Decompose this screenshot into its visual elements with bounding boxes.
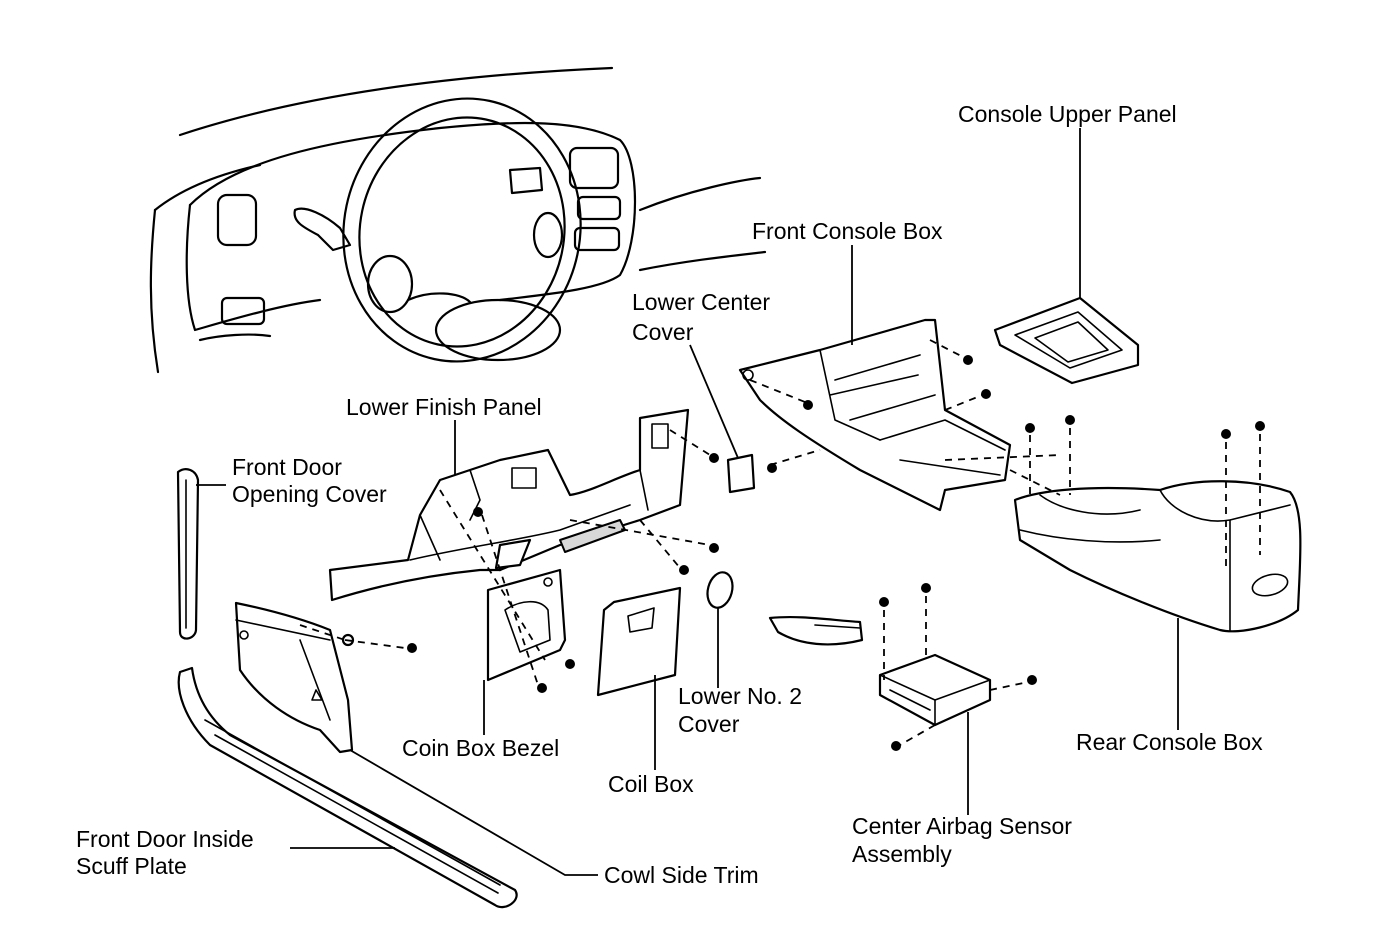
svg-text:Console Upper Panel: Console Upper Panel xyxy=(958,101,1177,127)
front-door-opening-cover-part xyxy=(176,468,200,640)
svg-text:Opening Cover: Opening Cover xyxy=(232,481,387,507)
front-door-inside-scuff-plate-part xyxy=(177,666,518,909)
label-lower-finish-panel: Lower Finish Panel xyxy=(346,394,542,420)
svg-text:Cowl Side Trim: Cowl Side Trim xyxy=(604,862,759,888)
assembly-dashed-lines xyxy=(299,339,1261,746)
rear-console-box-part xyxy=(1013,480,1302,633)
svg-text:Center Airbag Sensor: Center Airbag Sensor xyxy=(852,813,1072,839)
console-upper-panel-part xyxy=(993,296,1140,385)
bolt-icon xyxy=(1221,429,1231,439)
bolt-icon xyxy=(891,741,901,751)
svg-text:Cover: Cover xyxy=(632,319,694,345)
label-coin-box-bezel: Coin Box Bezel xyxy=(402,735,559,761)
svg-text:Assembly: Assembly xyxy=(852,841,952,867)
label-coil-box: Coil Box xyxy=(608,771,694,797)
label-cowl-side-trim: Cowl Side Trim xyxy=(604,862,759,888)
svg-text:Lower Center: Lower Center xyxy=(632,289,770,315)
svg-text:Rear Console Box: Rear Console Box xyxy=(1076,729,1263,755)
leader-lines xyxy=(196,128,1179,876)
bolt-icon xyxy=(1027,675,1037,685)
bolt-icon xyxy=(1065,415,1075,425)
coin-box-bezel-part xyxy=(486,568,567,682)
bolt-icon xyxy=(679,565,689,575)
svg-text:Scuff Plate: Scuff Plate xyxy=(76,853,187,879)
label-front-door-inside-scuff-plate: Front Door Inside Scuff Plate xyxy=(76,826,254,879)
bolt-icon xyxy=(879,597,889,607)
bolt-icon xyxy=(709,453,719,463)
label-console-upper-panel: Console Upper Panel xyxy=(958,101,1177,127)
bolt-icon xyxy=(1025,423,1035,433)
bolt-icon xyxy=(407,643,417,653)
lower-no2-cover-part xyxy=(706,571,734,609)
bolt-icon xyxy=(1255,421,1265,431)
dashboard-illustration xyxy=(149,66,767,374)
svg-text:Front Console Box: Front Console Box xyxy=(752,218,943,244)
fasteners xyxy=(407,355,1265,751)
bolt-icon xyxy=(803,400,813,410)
label-rear-console-box: Rear Console Box xyxy=(1076,729,1263,755)
svg-text:Cover: Cover xyxy=(678,711,740,737)
bolt-icon xyxy=(921,583,931,593)
svg-text:Coil Box: Coil Box xyxy=(608,771,694,797)
bolt-icon xyxy=(981,389,991,399)
cowl-side-trim-part xyxy=(234,601,355,754)
coil-box-part xyxy=(596,586,682,697)
label-front-console-box: Front Console Box xyxy=(752,218,943,244)
svg-text:Lower Finish Panel: Lower Finish Panel xyxy=(346,394,542,420)
bolt-icon xyxy=(709,543,719,553)
bolt-icon xyxy=(565,659,575,669)
bolt-icon xyxy=(537,683,547,693)
svg-text:Lower No. 2: Lower No. 2 xyxy=(678,683,802,709)
lower-center-cover-part xyxy=(726,453,756,494)
svg-text:Coin Box Bezel: Coin Box Bezel xyxy=(402,735,559,761)
center-airbag-sensor-part xyxy=(768,615,992,727)
label-front-door-opening-cover: Front Door Opening Cover xyxy=(232,454,387,507)
label-lower-no2-cover: Lower No. 2 Cover xyxy=(678,683,802,737)
label-center-airbag-sensor-assembly: Center Airbag Sensor Assembly xyxy=(852,813,1072,867)
bolt-icon xyxy=(473,507,483,517)
bolt-icon xyxy=(767,463,777,473)
bolt-icon xyxy=(963,355,973,365)
label-lower-center-cover: Lower Center Cover xyxy=(632,289,770,345)
front-console-box-part xyxy=(738,318,1012,512)
svg-text:Front Door: Front Door xyxy=(232,454,342,480)
svg-text:Front Door Inside: Front Door Inside xyxy=(76,826,254,852)
